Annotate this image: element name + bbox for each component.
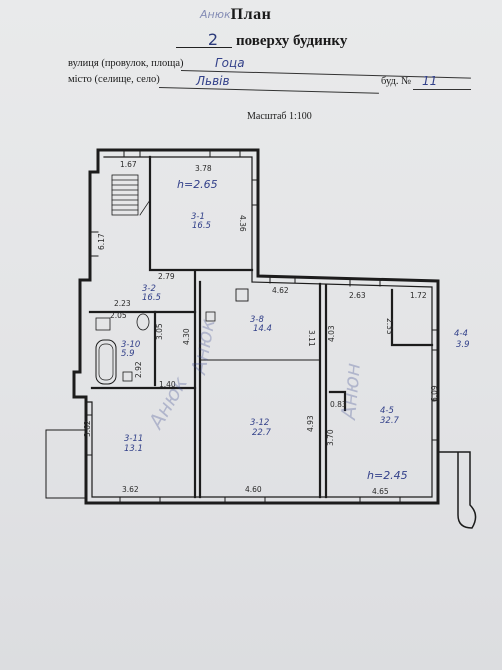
- room-number: 4-4: [454, 329, 468, 339]
- dim-label: 1.67: [120, 160, 137, 169]
- sink: [95, 317, 111, 331]
- room-area: 16.5: [142, 293, 161, 303]
- outer-wall-inner-line: [85, 156, 433, 498]
- dim-label: 2.05: [110, 311, 127, 320]
- entrance-steps: [45, 429, 87, 499]
- dim-label: 3.78: [195, 164, 212, 173]
- dim-label: 2.33: [385, 318, 394, 335]
- handwritten-signature-top: Анюк: [200, 8, 231, 21]
- room-area: 13.1: [124, 444, 143, 454]
- ceiling-height: h=2.65: [177, 178, 218, 191]
- dim-label: 2.79: [158, 272, 175, 281]
- room-number: 4-5: [380, 406, 394, 416]
- street-label: вулиця (провулок, площа): [68, 58, 184, 69]
- room-number: 3-2: [142, 284, 156, 294]
- dim-label: 3.70: [326, 429, 335, 446]
- dim-label: 2.92: [134, 361, 143, 378]
- city-value: Львів: [196, 74, 230, 88]
- dim-label: 4.36: [238, 215, 247, 232]
- window-marks: [85, 149, 439, 504]
- floor-subtitle: поверху будинку: [236, 33, 348, 49]
- dim-label: 1.72: [410, 291, 427, 300]
- building-value: 11: [422, 74, 438, 88]
- city-label: місто (селище, село): [68, 74, 160, 85]
- building-label: буд. №: [381, 76, 412, 87]
- document-title: План: [230, 6, 272, 23]
- chimney: [235, 288, 249, 302]
- room-area: 5.9: [121, 349, 135, 359]
- dim-label: 3.62: [122, 485, 139, 494]
- room-area: 3.9: [456, 340, 470, 350]
- dim-label: 3.05: [155, 323, 164, 340]
- dim-label: 4.62: [272, 286, 289, 295]
- balcony: [438, 451, 477, 529]
- room-number: 3-11: [124, 434, 143, 444]
- svg-text:Анюн: Анюн: [336, 362, 365, 423]
- room-number: 3-1: [191, 212, 205, 222]
- dim-label: 2.23: [114, 299, 131, 308]
- dim-label: 2.63: [349, 291, 366, 300]
- svg-text:Анюк: Анюк: [143, 372, 193, 434]
- room-area: 32.7: [380, 416, 400, 426]
- room-number: 3-8: [250, 315, 264, 325]
- room-number: 3-12: [250, 418, 269, 428]
- room-area: 22.7: [252, 428, 272, 438]
- staircase: [111, 174, 151, 216]
- svg-text:Анюк: Анюк: [186, 317, 220, 378]
- dim-label: 4.60: [245, 485, 262, 494]
- ceiling-height: h=2.45: [367, 469, 408, 482]
- dim-label: 6.09: [430, 385, 439, 402]
- inner-walls: [88, 155, 434, 499]
- bathtub: [95, 339, 117, 385]
- dim-label: 1.40: [159, 380, 176, 389]
- floor-number: 2: [207, 30, 219, 49]
- scale-label: Масштаб 1:100: [247, 111, 312, 122]
- building-line: [413, 89, 471, 90]
- room-area: 16.5: [192, 221, 211, 231]
- room-number: 3-10: [121, 340, 140, 350]
- street-value: Гоца: [215, 56, 245, 70]
- dim-label: 4.30: [182, 328, 191, 345]
- dim-label: 0.83: [330, 400, 347, 409]
- dim-label: 4.93: [306, 415, 315, 432]
- room-area: 14.4: [253, 324, 272, 334]
- dim-label: 3.62: [83, 420, 92, 437]
- dim-label: 6.17: [97, 233, 106, 250]
- outer-wall: [72, 148, 440, 505]
- dim-label: 4.03: [327, 325, 336, 342]
- dim-label: 3.11: [307, 330, 316, 347]
- toilet: [136, 313, 150, 331]
- floor-number-line: [176, 47, 232, 48]
- dim-label: 4.65: [372, 487, 389, 496]
